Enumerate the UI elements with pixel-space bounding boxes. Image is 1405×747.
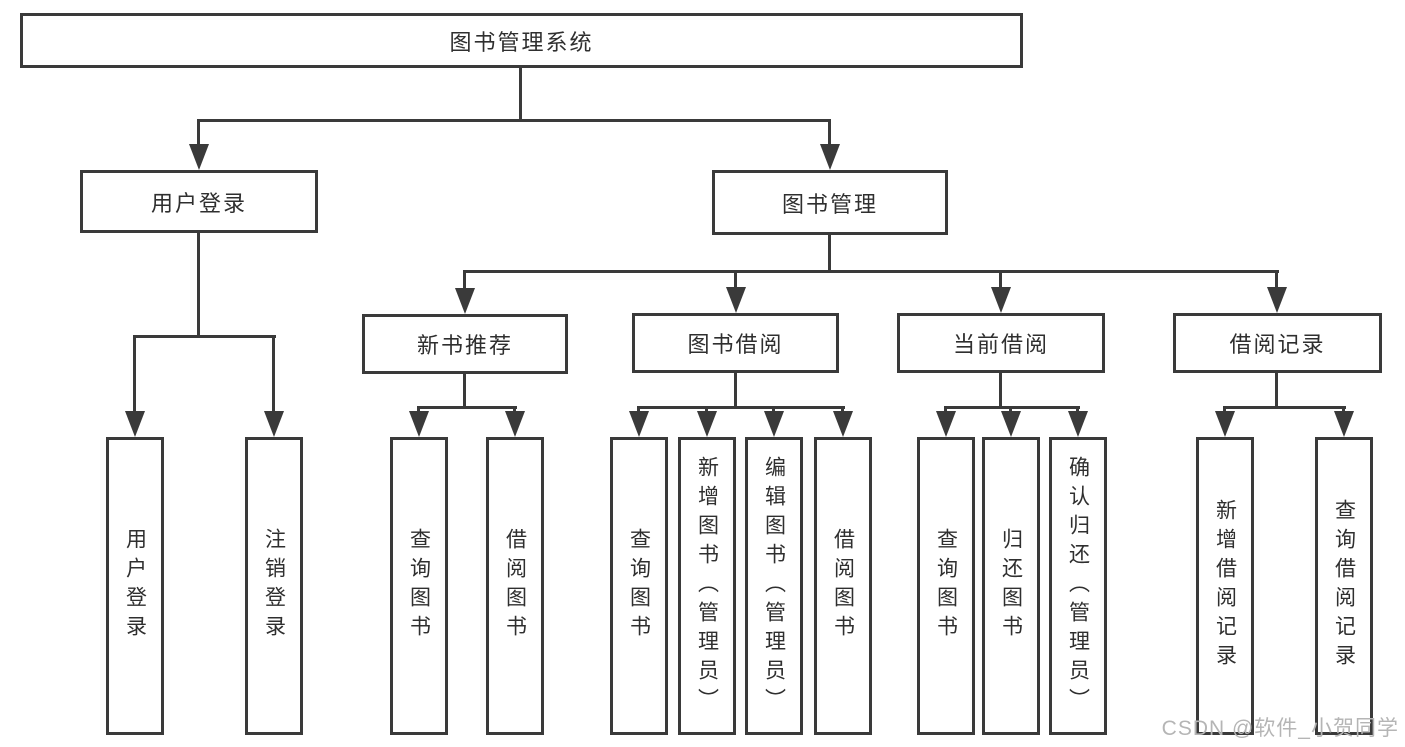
leaf-add-book-admin-label: 新增图书（管理员） <box>695 455 719 717</box>
arrow-down-icon <box>1267 287 1287 313</box>
connector-line <box>197 119 200 150</box>
leaf-borrow-books-2: 借阅图书 <box>814 437 872 735</box>
leaf-return-books: 归还图书 <box>982 437 1040 735</box>
arrow-down-icon <box>764 411 784 437</box>
arrow-down-icon <box>189 144 209 170</box>
arrow-down-icon <box>1001 411 1021 437</box>
leaf-add-borrow-record: 新增借阅记录 <box>1196 437 1254 735</box>
connector-line <box>828 235 831 273</box>
connector-line <box>463 374 466 408</box>
leaf-query-books-1: 查询图书 <box>390 437 448 735</box>
leaf-query-books-2-label: 查询图书 <box>627 528 651 644</box>
connector-line <box>1275 373 1278 408</box>
watermark-text: CSDN @软件_小贺同学 <box>1161 717 1399 740</box>
leaf-query-books-1-label: 查询图书 <box>407 528 431 644</box>
connector-line <box>1275 270 1278 290</box>
node-new-book-recommend-label: 新书推荐 <box>416 333 513 358</box>
leaf-logout: 注销登录 <box>245 437 303 735</box>
leaf-query-books-3: 查询图书 <box>917 437 975 735</box>
leaf-borrow-books-2-label: 借阅图书 <box>831 528 855 644</box>
arrow-down-icon <box>726 287 746 313</box>
node-current-borrowing: 当前借阅 <box>897 313 1105 373</box>
leaf-add-book-admin: 新增图书（管理员） <box>678 437 736 735</box>
arrow-down-icon <box>455 288 475 314</box>
node-book-borrowing: 图书借阅 <box>632 313 839 373</box>
node-book-management-label: 图书管理 <box>781 191 878 217</box>
connector-line <box>999 270 1002 290</box>
connector-line <box>133 335 276 338</box>
arrow-down-icon <box>1068 411 1088 437</box>
leaf-query-books-2: 查询图书 <box>610 437 668 735</box>
connector-line <box>197 233 200 337</box>
node-book-management: 图书管理 <box>712 170 948 235</box>
connector-line <box>944 406 1080 409</box>
leaf-user-login-label: 用户登录 <box>123 528 147 644</box>
connector-line <box>272 335 275 413</box>
leaf-query-borrow-record: 查询借阅记录 <box>1315 437 1373 735</box>
arrow-down-icon <box>505 411 525 437</box>
node-book-borrowing-label: 图书借阅 <box>687 332 784 357</box>
node-current-borrowing-label: 当前借阅 <box>952 332 1049 357</box>
node-user-login: 用户登录 <box>80 170 318 233</box>
leaf-query-borrow-record-label: 查询借阅记录 <box>1332 499 1356 673</box>
connector-line <box>463 270 1279 273</box>
node-root: 图书管理系统 <box>20 13 1023 68</box>
node-borrowing-records-label: 借阅记录 <box>1229 332 1326 357</box>
leaf-confirm-return-admin-label: 确认归还（管理员） <box>1066 455 1090 717</box>
arrow-down-icon <box>1215 411 1235 437</box>
arrow-down-icon <box>833 411 853 437</box>
arrow-down-icon <box>1334 411 1354 437</box>
connector-line <box>999 373 1002 408</box>
arrow-down-icon <box>936 411 956 437</box>
connector-line <box>734 270 737 290</box>
arrow-down-icon <box>629 411 649 437</box>
connector-line <box>463 270 466 290</box>
leaf-confirm-return-admin: 确认归还（管理员） <box>1049 437 1107 735</box>
leaf-edit-book-admin-label: 编辑图书（管理员） <box>762 455 786 717</box>
leaf-return-books-label: 归还图书 <box>999 528 1023 644</box>
node-borrowing-records: 借阅记录 <box>1173 313 1382 373</box>
leaf-borrow-books-1-label: 借阅图书 <box>503 528 527 644</box>
node-new-book-recommend: 新书推荐 <box>362 314 568 374</box>
arrow-down-icon <box>991 287 1011 313</box>
leaf-add-borrow-record-label: 新增借阅记录 <box>1213 499 1237 673</box>
connector-line <box>1223 406 1346 409</box>
arrow-down-icon <box>264 411 284 437</box>
connector-line <box>133 335 136 413</box>
leaf-edit-book-admin: 编辑图书（管理员） <box>745 437 803 735</box>
arrow-down-icon <box>697 411 717 437</box>
arrow-down-icon <box>125 411 145 437</box>
leaf-logout-label: 注销登录 <box>262 528 286 644</box>
node-user-login-label: 用户登录 <box>150 190 247 216</box>
connector-line <box>417 406 517 409</box>
connector-line <box>197 119 831 122</box>
leaf-query-books-3-label: 查询图书 <box>934 528 958 644</box>
connector-line <box>734 373 737 408</box>
arrow-down-icon <box>820 144 840 170</box>
node-root-label: 图书管理系统 <box>449 29 594 55</box>
leaf-borrow-books-1: 借阅图书 <box>486 437 544 735</box>
connector-line <box>828 119 831 150</box>
connector-line <box>519 68 522 121</box>
leaf-user-login: 用户登录 <box>106 437 164 735</box>
connector-line <box>637 406 845 409</box>
arrow-down-icon <box>409 411 429 437</box>
